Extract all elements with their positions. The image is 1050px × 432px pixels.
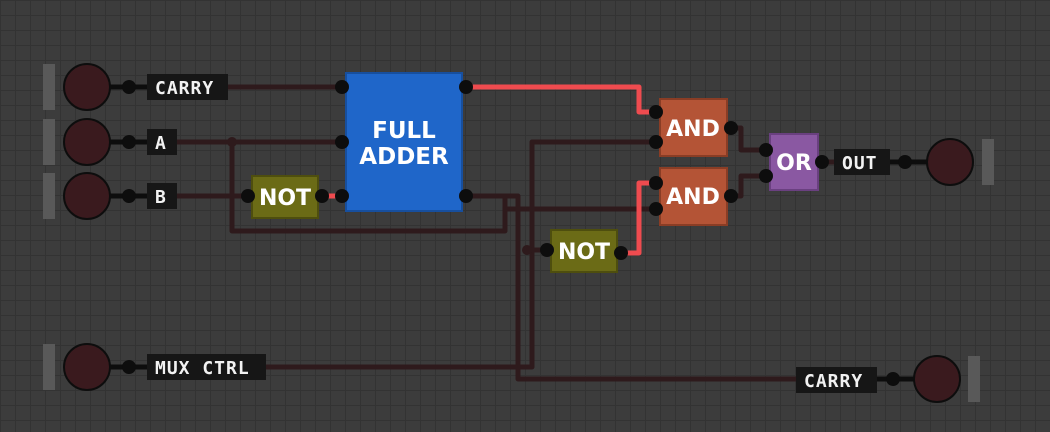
output-out[interactable]: OUT (834, 138, 994, 186)
and-gate-pin (649, 202, 663, 216)
or-gate-label: OR (776, 151, 812, 176)
input-label-box (147, 74, 228, 100)
input-label: MUX CTRL (155, 358, 250, 379)
input-label-box (147, 354, 266, 380)
input-b[interactable]: B (43, 172, 177, 220)
output-lamp (926, 138, 974, 186)
full-adder-pin (335, 135, 349, 149)
or-gate-pin (759, 143, 773, 157)
not-gate-mux[interactable]: NOT (540, 229, 628, 273)
input-tab[interactable] (43, 173, 55, 219)
output-label: OUT (842, 153, 878, 174)
input-toggle[interactable] (63, 63, 111, 111)
full-adder-label-line1: FULL (372, 118, 436, 144)
and-gate-label: AND (666, 117, 720, 142)
input-pin (122, 80, 136, 94)
full-adder-pin (459, 80, 473, 94)
input-carry[interactable]: CARRY (43, 63, 228, 111)
input-toggle[interactable] (63, 343, 111, 391)
not-gate-label: NOT (558, 240, 610, 265)
wire-mux-to-and-top (263, 139, 655, 370)
and-gate-pin (649, 135, 663, 149)
and-gate-pin (724, 121, 738, 135)
input-label-box (147, 129, 177, 155)
output-label: CARRY (804, 371, 863, 392)
wire-junction (522, 245, 532, 255)
wire-layer (174, 84, 919, 382)
input-a[interactable]: A (43, 118, 177, 166)
output-label-box (796, 367, 877, 393)
not-gate-b[interactable]: NOT (241, 175, 329, 219)
and-gate-label: AND (666, 185, 720, 210)
not-gate-pin (614, 246, 628, 260)
or-gate[interactable]: OR (759, 133, 829, 191)
full-adder-body[interactable] (345, 72, 463, 212)
output-tab[interactable] (982, 139, 994, 185)
full-adder-pin (459, 189, 473, 203)
input-toggle[interactable] (63, 172, 111, 220)
and-gate-top[interactable]: AND (649, 98, 738, 157)
input-pin (122, 189, 136, 203)
input-label-box (147, 183, 177, 209)
output-carry[interactable]: CARRY (796, 355, 980, 403)
input-mux-ctrl[interactable]: MUX CTRL (43, 343, 266, 391)
wire-a-branch (229, 139, 508, 234)
input-tab[interactable] (43, 119, 55, 165)
wire-junction (227, 137, 237, 147)
output-pin (886, 372, 900, 386)
full-adder-pin (335, 189, 349, 203)
not-gate-pin (540, 243, 554, 257)
input-tab[interactable] (43, 64, 55, 110)
and-gate-body[interactable] (659, 167, 728, 226)
output-tab[interactable] (968, 356, 980, 402)
not-gate-body[interactable] (550, 229, 618, 273)
full-adder-label-line2: ADDER (359, 144, 449, 170)
and-gate-pin (649, 176, 663, 190)
input-pin (122, 360, 136, 374)
not-gate-label: NOT (259, 186, 311, 211)
output-lamp (913, 355, 961, 403)
wire-not-mux-to-and-bottom (620, 180, 655, 256)
full-adder-pin (335, 80, 349, 94)
and-gate-pin (649, 105, 663, 119)
not-gate-pin (241, 189, 255, 203)
not-gate-pin (315, 189, 329, 203)
input-tab[interactable] (43, 344, 55, 390)
output-label-box (834, 149, 890, 175)
input-pin (122, 135, 136, 149)
wire-full-adder-carry-to-output (465, 193, 799, 382)
full-adder-block[interactable]: FULL ADDER (335, 72, 473, 212)
not-gate-body[interactable] (251, 175, 319, 219)
input-label: B (155, 187, 167, 208)
and-gate-pin (724, 189, 738, 203)
input-label: CARRY (155, 78, 214, 99)
input-toggle[interactable] (63, 118, 111, 166)
output-pin (898, 155, 912, 169)
and-gate-bottom[interactable]: AND (649, 167, 738, 226)
input-label: A (155, 133, 167, 154)
or-gate-pin (815, 155, 829, 169)
and-gate-body[interactable] (659, 98, 728, 157)
or-gate-pin (759, 169, 773, 183)
wire-full-adder-sum-to-and-top (465, 84, 655, 115)
or-gate-body[interactable] (769, 133, 819, 191)
